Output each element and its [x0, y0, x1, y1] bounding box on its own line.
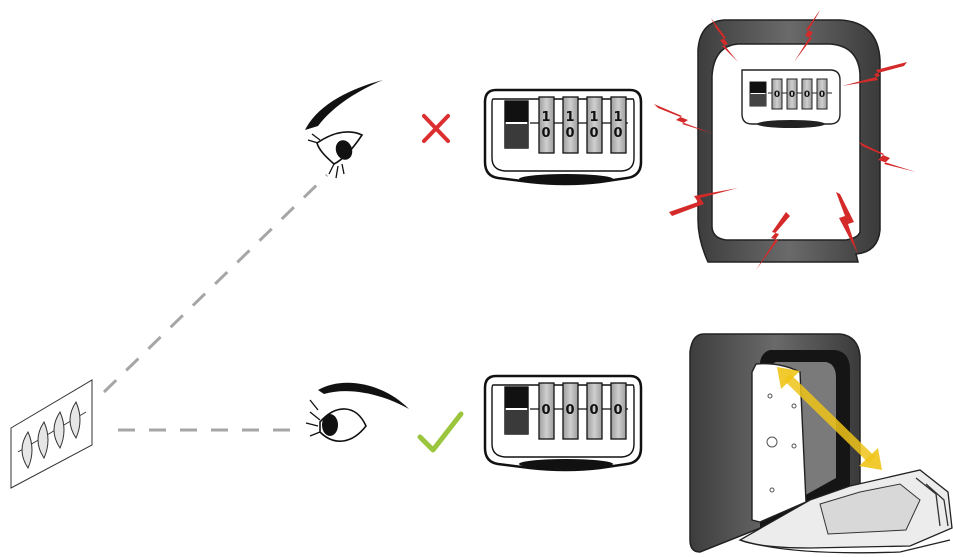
bottom-dial-digit-4: 0	[613, 403, 622, 418]
eye-top-icon	[305, 80, 383, 179]
top-dial-digit-3-bottom: 0	[589, 126, 598, 141]
box-dial-digit-2: 0	[789, 90, 795, 100]
lightning-icon	[756, 212, 790, 270]
open-direction-arrow-icon	[777, 367, 882, 470]
top-dial-digit-2-bottom: 0	[565, 126, 574, 141]
open-lock-box	[689, 333, 953, 554]
top-dial-digit-3-top: 1	[589, 110, 598, 125]
lightning-icon	[842, 62, 907, 86]
lightning-icon	[836, 192, 858, 254]
top-dial-digit-1-top: 1	[541, 110, 550, 125]
sight-lines	[102, 173, 329, 432]
top-dial-digit-4-bottom: 0	[613, 126, 622, 141]
bottom-dial-digit-2: 0	[565, 403, 574, 418]
force-lightning-icons	[654, 10, 916, 270]
diagonal-sight-line	[102, 173, 329, 394]
bottom-dial-wheels	[538, 382, 627, 440]
closed-lock-box: 0 0 0 0	[697, 19, 881, 263]
box-dial-digit-3: 0	[804, 90, 810, 100]
check-icon	[417, 411, 464, 453]
lightning-icon	[669, 188, 738, 216]
box-dial-digit-4: 0	[819, 90, 825, 100]
dial-face-bottom: 0 0 0 0	[483, 374, 643, 472]
top-dial-digit-1-bottom: 0	[541, 126, 550, 141]
lightning-icon	[711, 18, 738, 62]
lightning-icon	[794, 10, 820, 62]
cross-icon	[422, 114, 450, 143]
bottom-dial-digit-1: 0	[541, 403, 550, 418]
top-dial-digit-2-top: 1	[565, 110, 574, 125]
dial-face-top: 1 1 1 1 0 0 0 0	[483, 88, 643, 186]
box-dial-digit-1: 0	[774, 90, 780, 100]
top-dial-wheels	[538, 96, 627, 154]
bottom-dial-digit-3: 0	[589, 403, 598, 418]
dial-reference-card	[10, 379, 93, 489]
lightning-icon	[859, 142, 916, 172]
lightning-icon	[654, 104, 714, 134]
top-dial-digit-4-top: 1	[613, 110, 622, 125]
eye-bottom-icon	[305, 382, 409, 442]
